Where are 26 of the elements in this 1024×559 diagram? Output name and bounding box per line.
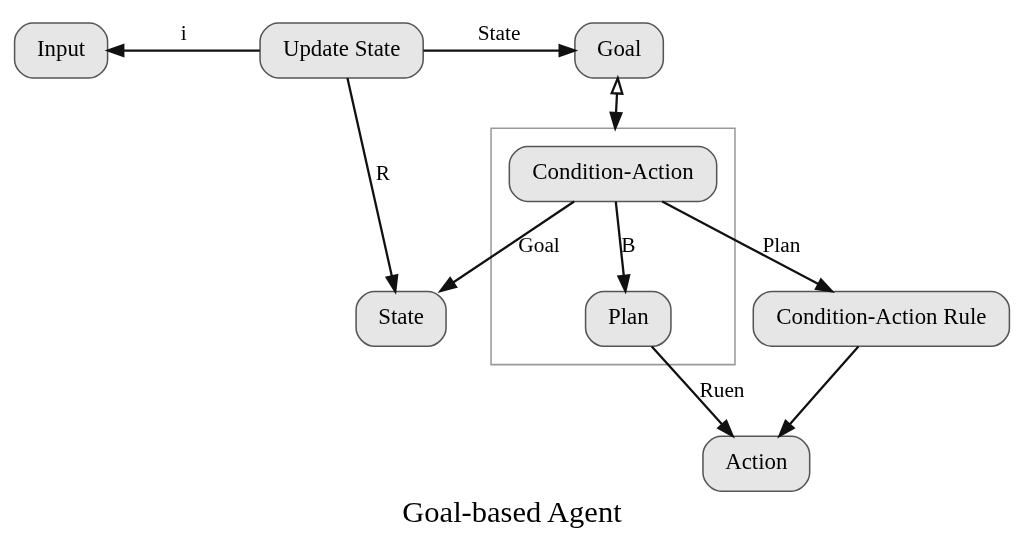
arrow: [650, 345, 735, 438]
edge-label: B: [621, 232, 636, 257]
node-box: Action: [702, 435, 811, 492]
caption: Goal-based Agent: [402, 494, 622, 529]
cluster: [490, 127, 736, 365]
node-box: Input: [13, 21, 109, 79]
edge-label: State: [477, 20, 521, 45]
node-box: State: [355, 290, 447, 347]
arrow: [104, 43, 260, 57]
arrow: [423, 43, 579, 57]
edge-label: i: [180, 20, 187, 45]
edge-label: R: [375, 160, 390, 185]
node-box: Update State: [259, 21, 424, 79]
node-box: Goal: [574, 21, 665, 79]
edge-label: Goal: [518, 232, 560, 257]
edge-label: Plan: [762, 232, 801, 257]
arrow: [437, 200, 575, 293]
arrow: [614, 200, 631, 294]
node-box: Condition-Action Rule: [752, 290, 1011, 347]
edge-label: Ruen: [699, 377, 745, 402]
arrow: [661, 200, 836, 293]
arrow: [777, 345, 860, 438]
arrow: [346, 77, 399, 295]
node-box: Plan: [584, 290, 672, 347]
node-box: Condition-Action: [508, 145, 718, 202]
arrow: [609, 74, 624, 132]
